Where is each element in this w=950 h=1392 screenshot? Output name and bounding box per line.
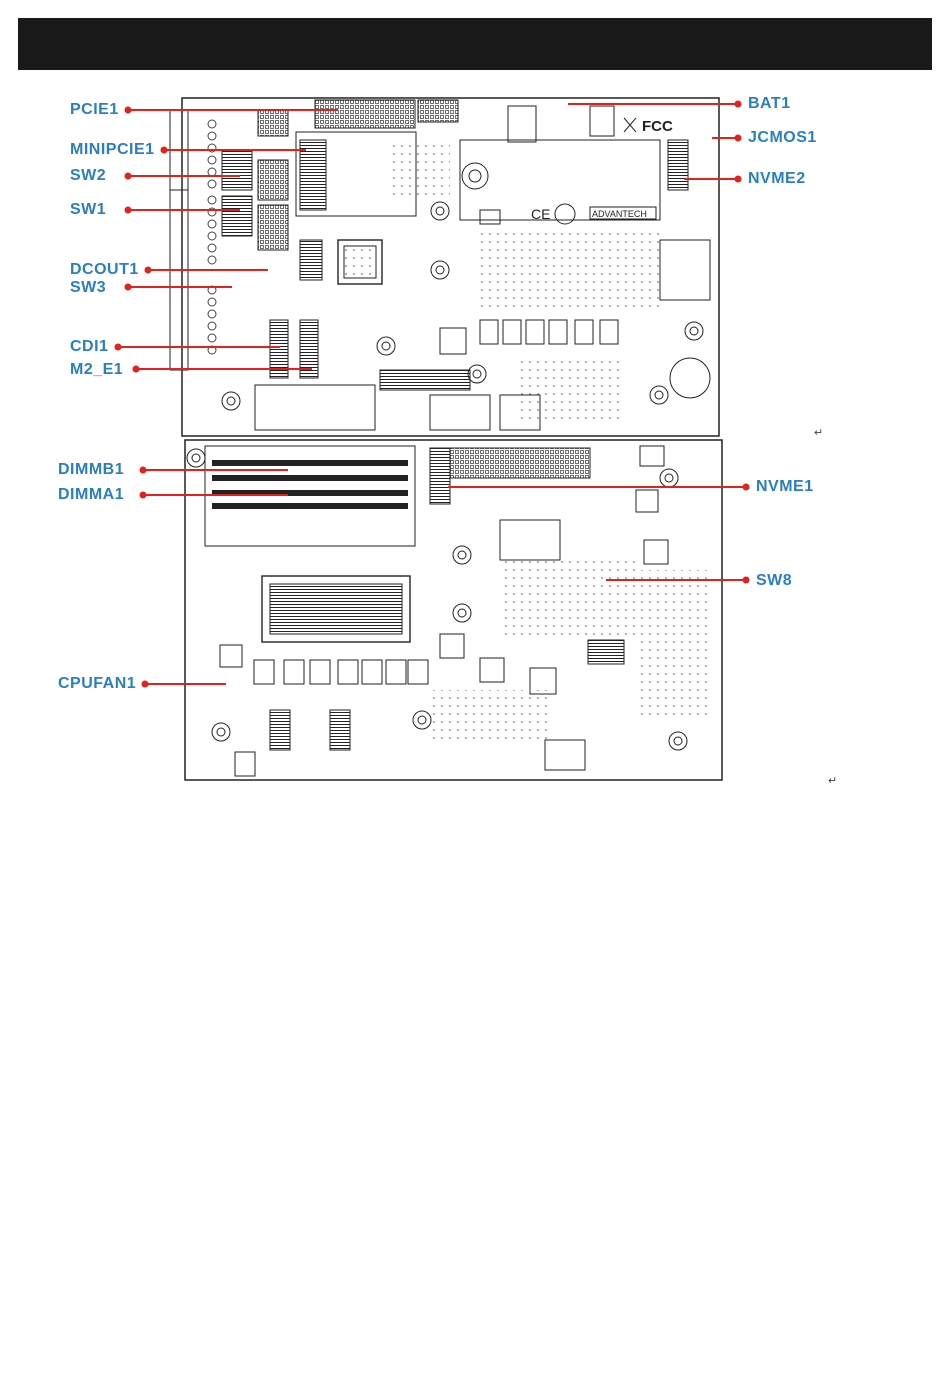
svg-text:ADVANTECH: ADVANTECH <box>592 209 647 219</box>
label-pcie1: PCIE1 <box>70 101 119 119</box>
svg-text:CE: CE <box>531 206 550 222</box>
label-sw8: SW8 <box>756 572 792 590</box>
label-dimmb1: DIMMB1 <box>58 461 124 479</box>
label-jcmos1: JCMOS1 <box>748 129 817 147</box>
label-cpufan1: CPUFAN1 <box>58 675 136 693</box>
label-sw1: SW1 <box>70 201 106 219</box>
paragraph-mark: ↵ <box>828 774 837 787</box>
paragraph-mark: ↵ <box>814 426 823 439</box>
label-dcout1: DCOUT1 <box>70 261 139 279</box>
top-board: CE ADVANTECH FCC <box>170 98 719 436</box>
label-dimma1: DIMMA1 <box>58 486 124 504</box>
label-m2-e1: M2_E1 <box>70 361 123 379</box>
label-nvme2: NVME2 <box>748 170 806 188</box>
label-cdi1: CDI1 <box>70 338 108 356</box>
label-minipcie1: MINIPCIE1 <box>70 141 155 159</box>
bottom-board <box>185 440 722 780</box>
label-bat1: BAT1 <box>748 95 791 113</box>
label-sw2: SW2 <box>70 167 106 185</box>
svg-text:FCC: FCC <box>642 118 673 135</box>
label-sw3: SW3 <box>70 279 106 297</box>
label-nvme1: NVME1 <box>756 478 814 496</box>
